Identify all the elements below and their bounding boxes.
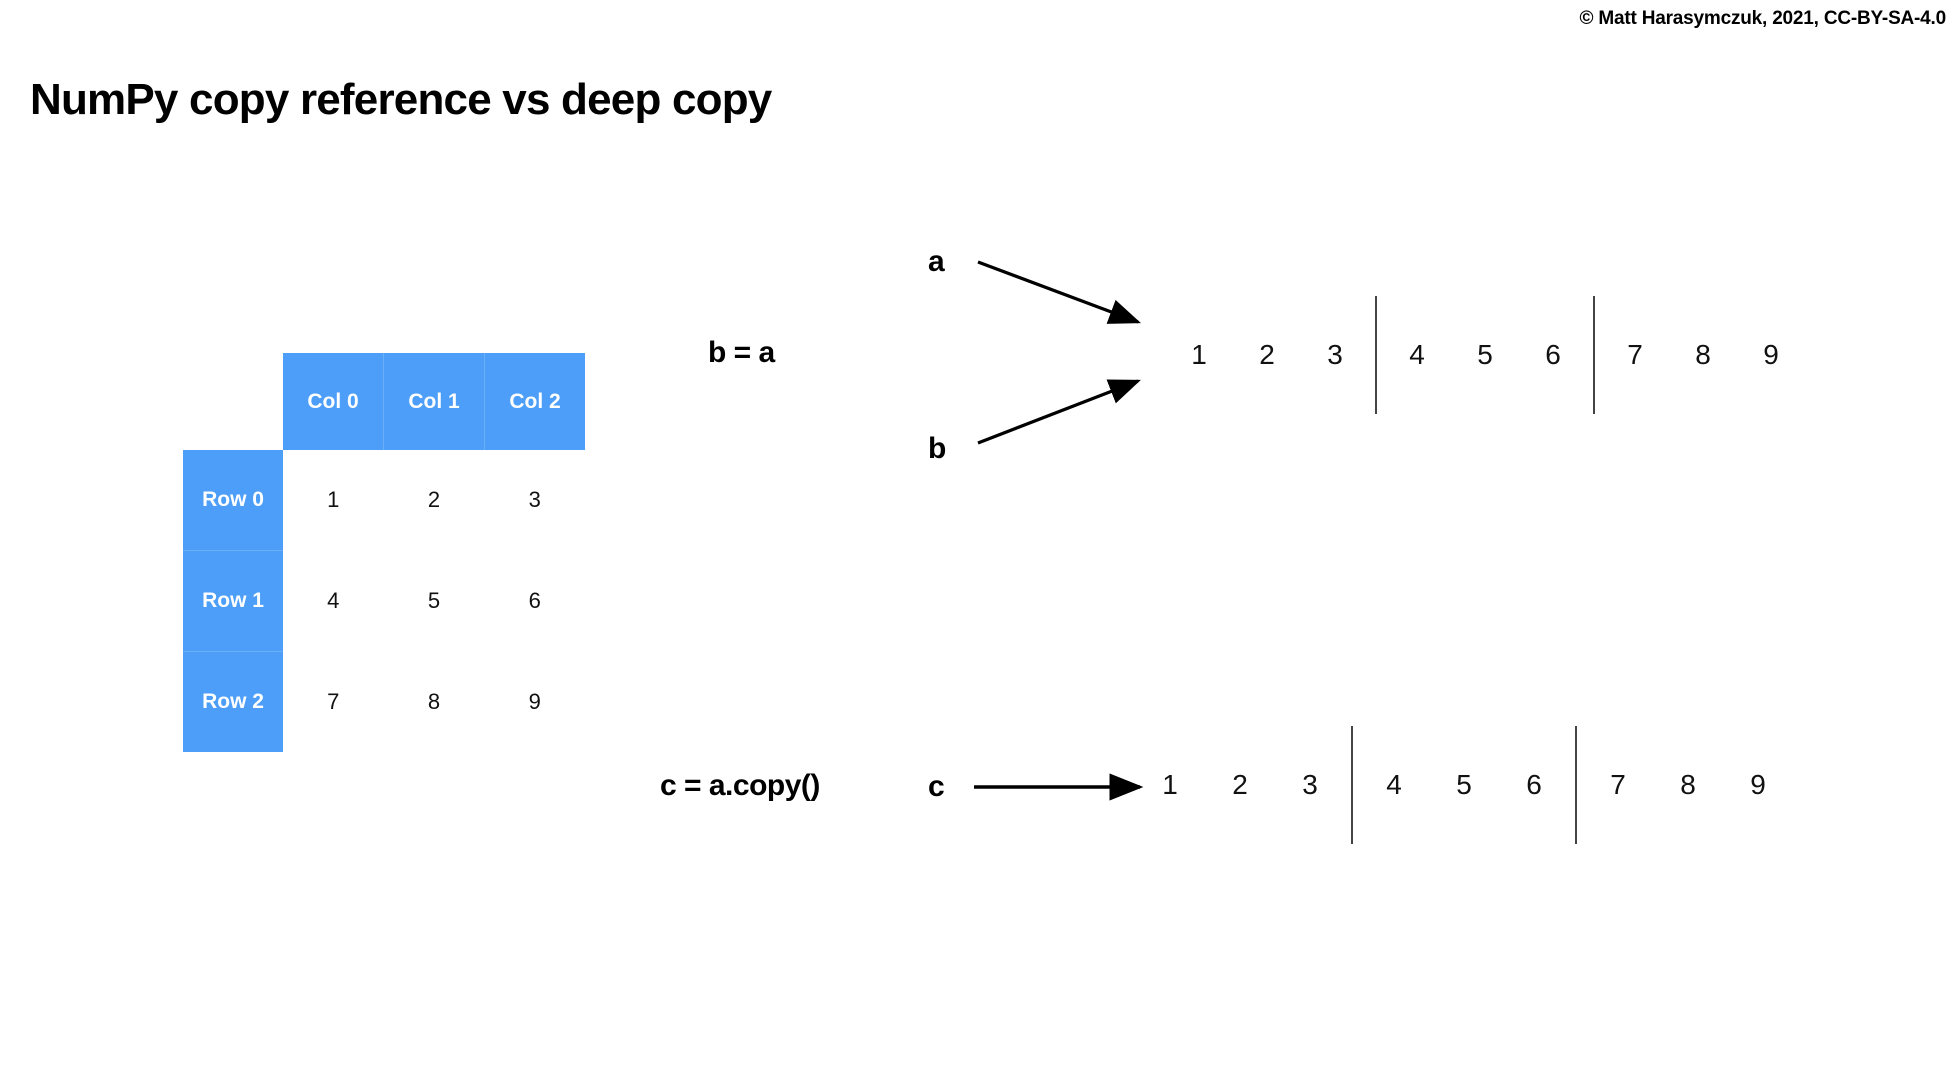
array-reference: 1 2 3 4 5 6 7 8 9 xyxy=(1165,295,1805,415)
array-cell: 6 xyxy=(1545,339,1561,370)
array-group-separator xyxy=(1593,296,1595,414)
table-row: Row 0 1 2 3 xyxy=(183,450,585,551)
row-header-row-1: Row 1 xyxy=(183,550,283,652)
column-header-col-1: Col 1 xyxy=(383,353,485,450)
array-deep-copy: 1 2 3 4 5 6 7 8 9 xyxy=(1135,725,1793,845)
cell-r1c1: 5 xyxy=(383,550,485,652)
array-cell: 7 xyxy=(1627,339,1643,370)
array-cell: 3 xyxy=(1327,339,1343,370)
array-cell: 5 xyxy=(1456,769,1472,800)
table-corner-cell xyxy=(183,353,283,450)
matrix-table: Col 0 Col 1 Col 2 Row 0 1 2 3 Row 1 4 5 … xyxy=(183,353,585,752)
array-cell: 3 xyxy=(1302,769,1318,800)
array-cell: 9 xyxy=(1763,339,1779,370)
array-group-separator xyxy=(1351,726,1353,844)
variable-label-b: b xyxy=(928,432,947,465)
arrow-a-to-array xyxy=(977,260,1141,324)
arrow-b-to-array xyxy=(977,379,1141,445)
array-cell: 8 xyxy=(1680,769,1696,800)
cell-r0c2: 3 xyxy=(484,450,585,551)
column-header-col-2: Col 2 xyxy=(484,353,585,450)
array-cell: 2 xyxy=(1259,339,1275,370)
array-cell: 9 xyxy=(1750,769,1766,800)
assignment-label-b-equals-a: b = a xyxy=(708,336,775,369)
copyright-notice: © Matt Harasymczuk, 2021, CC-BY-SA-4.0 xyxy=(1579,8,1947,29)
array-cell: 2 xyxy=(1232,769,1248,800)
cell-r1c0: 4 xyxy=(283,550,384,652)
array-group-separator xyxy=(1575,726,1577,844)
array-cell: 1 xyxy=(1162,769,1178,800)
cell-r2c1: 8 xyxy=(383,651,485,752)
cell-r0c0: 1 xyxy=(283,450,384,551)
array-group-separator xyxy=(1375,296,1377,414)
array-cell: 7 xyxy=(1610,769,1626,800)
array-cell: 4 xyxy=(1386,769,1402,800)
row-header-row-2: Row 2 xyxy=(183,651,283,752)
cell-r1c2: 6 xyxy=(484,550,585,652)
row-header-row-0: Row 0 xyxy=(183,450,283,551)
array-cell: 8 xyxy=(1695,339,1711,370)
assignment-label-c-equals-a-copy: c = a.copy() xyxy=(660,769,820,802)
cell-r0c1: 2 xyxy=(383,450,485,551)
table-row: Row 2 7 8 9 xyxy=(183,651,585,752)
cell-r2c2: 9 xyxy=(484,651,585,752)
page-title: NumPy copy reference vs deep copy xyxy=(30,75,772,125)
array-cell: 6 xyxy=(1526,769,1542,800)
variable-label-a: a xyxy=(928,245,945,278)
cell-r2c0: 7 xyxy=(283,651,384,752)
array-cell: 5 xyxy=(1477,339,1493,370)
column-header-col-0: Col 0 xyxy=(283,353,384,450)
array-cell: 4 xyxy=(1409,339,1425,370)
table-header-row: Col 0 Col 1 Col 2 xyxy=(183,353,585,450)
table-row: Row 1 4 5 6 xyxy=(183,550,585,652)
variable-label-c: c xyxy=(928,770,945,803)
array-cell: 1 xyxy=(1191,339,1207,370)
